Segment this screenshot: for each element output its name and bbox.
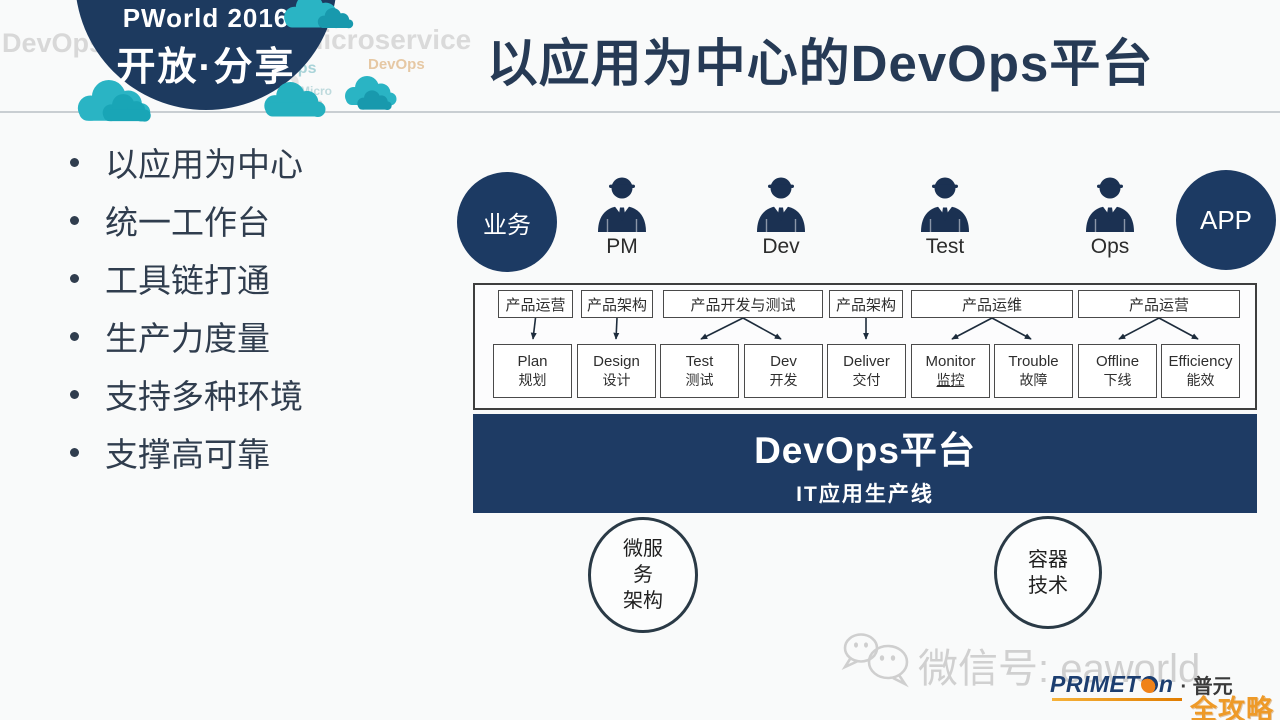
- watermark-word: DevOps: [368, 56, 425, 73]
- bullet-text: 生产力度量: [105, 320, 270, 357]
- bullet-list: 以应用为中心 统一工作台 工具链打通 生产力度量 支持多种环境 支撑高可靠: [70, 140, 303, 488]
- list-item: 以应用为中心: [70, 140, 303, 184]
- person-icon: [1085, 176, 1135, 232]
- role-ops: Ops: [1068, 174, 1152, 259]
- brand-text: PRIMET: [1050, 671, 1140, 697]
- bullet-dot: [70, 273, 79, 283]
- app-circle: APP: [1176, 170, 1276, 270]
- brand-text: n: [1158, 671, 1174, 697]
- role-test: Test: [903, 174, 987, 259]
- flow-arrows: [530, 317, 1199, 340]
- activity-en: Efficiency: [1168, 352, 1233, 370]
- badge-slogan: 开放·分享: [116, 46, 296, 89]
- activity-zh: 设计: [602, 371, 631, 388]
- microservice-circle: 微服 务 架构: [588, 517, 698, 633]
- wechat-icon: [841, 633, 909, 688]
- bullet-dot: [70, 157, 79, 167]
- person-icon: [597, 176, 647, 232]
- activity-zh: 监控: [936, 371, 965, 388]
- activity-zh: 下线: [1103, 371, 1132, 388]
- activity-en: Deliver: [843, 352, 890, 370]
- activity-zh: 能效: [1186, 371, 1215, 388]
- container-tech-circle: 容器 技术: [994, 516, 1102, 629]
- business-circle: 业务: [457, 172, 557, 272]
- cloud-icon: [357, 90, 392, 110]
- stage-box: 产品架构: [829, 290, 903, 318]
- list-item: 统一工作台: [70, 198, 303, 242]
- circle-line: 务: [633, 564, 653, 586]
- cloud-icon: [317, 8, 354, 29]
- circle-line: 架构: [623, 590, 663, 612]
- role-label: Dev: [762, 235, 800, 258]
- brand-underline: [1052, 698, 1182, 701]
- activity-zh: 规划: [518, 371, 547, 388]
- activity-en: Dev: [770, 352, 797, 370]
- platform-subtitle: IT应用生产线: [796, 482, 934, 506]
- activity-en: Trouble: [1008, 352, 1059, 370]
- activity-en: Design: [593, 352, 640, 370]
- person-icon: [756, 176, 806, 232]
- bullet-text: 以应用为中心: [105, 146, 303, 183]
- stamp-text: 全攻略: [1190, 695, 1274, 720]
- list-item: 工具链打通: [70, 256, 303, 300]
- stage-box: 产品架构: [581, 290, 653, 318]
- bullet-dot: [70, 447, 79, 457]
- activity-zh: 开发: [769, 371, 798, 388]
- activity-en: Monitor: [925, 352, 976, 370]
- stage-box: 产品运维: [911, 290, 1073, 318]
- activity-en: Test: [685, 352, 714, 370]
- activity-en: Offline: [1095, 352, 1140, 370]
- bullet-dot: [70, 389, 79, 399]
- cloud-icon: [264, 82, 326, 118]
- list-item: 支撑高可靠: [70, 430, 303, 474]
- header-divider: [0, 111, 1280, 113]
- stage-box: 产品开发与测试: [663, 290, 823, 318]
- stage-box: 产品运营: [498, 290, 573, 318]
- role-pm: PM: [580, 174, 664, 259]
- list-item: 生产力度量: [70, 314, 303, 358]
- role-label: PM: [606, 235, 638, 258]
- role-label: Test: [925, 235, 965, 258]
- role-label: Ops: [1090, 235, 1130, 258]
- stage-box: 产品运营: [1078, 290, 1240, 318]
- bullet-text: 支撑高可靠: [105, 436, 270, 473]
- circle-line: 微服: [623, 538, 663, 560]
- person-icon: [920, 176, 970, 232]
- list-item: 支持多种环境: [70, 372, 303, 416]
- platform-title: DevOps平台: [754, 429, 976, 471]
- activity-zh: 故障: [1019, 371, 1048, 388]
- activity-en: Plan: [517, 352, 548, 370]
- bullet-text: 工具链打通: [105, 262, 270, 299]
- brand-o-icon: [1140, 676, 1158, 693]
- devops-platform-bar: DevOps平台 IT应用生产线: [473, 414, 1257, 513]
- badge-event-name: PWorld 2016: [122, 3, 290, 33]
- activity-zh: 测试: [685, 371, 714, 388]
- page-title: 以应用为中心的DevOps平台: [486, 35, 1154, 92]
- role-dev: Dev: [739, 174, 823, 259]
- bullet-text: 支持多种环境: [105, 378, 303, 415]
- cloud-icon: [102, 94, 151, 122]
- brand-chinese-name: · 普元: [1180, 676, 1233, 698]
- circle-line: 容器: [1028, 548, 1068, 571]
- activity-zh: 交付: [852, 371, 881, 388]
- bullet-dot: [70, 331, 79, 341]
- watermark-word: Microservice: [300, 24, 472, 55]
- bullet-dot: [70, 215, 79, 225]
- circle-line: 技术: [1028, 574, 1068, 597]
- bullet-text: 统一工作台: [105, 204, 270, 241]
- primeton-logo: PRIMET n · 普元: [1050, 670, 1233, 699]
